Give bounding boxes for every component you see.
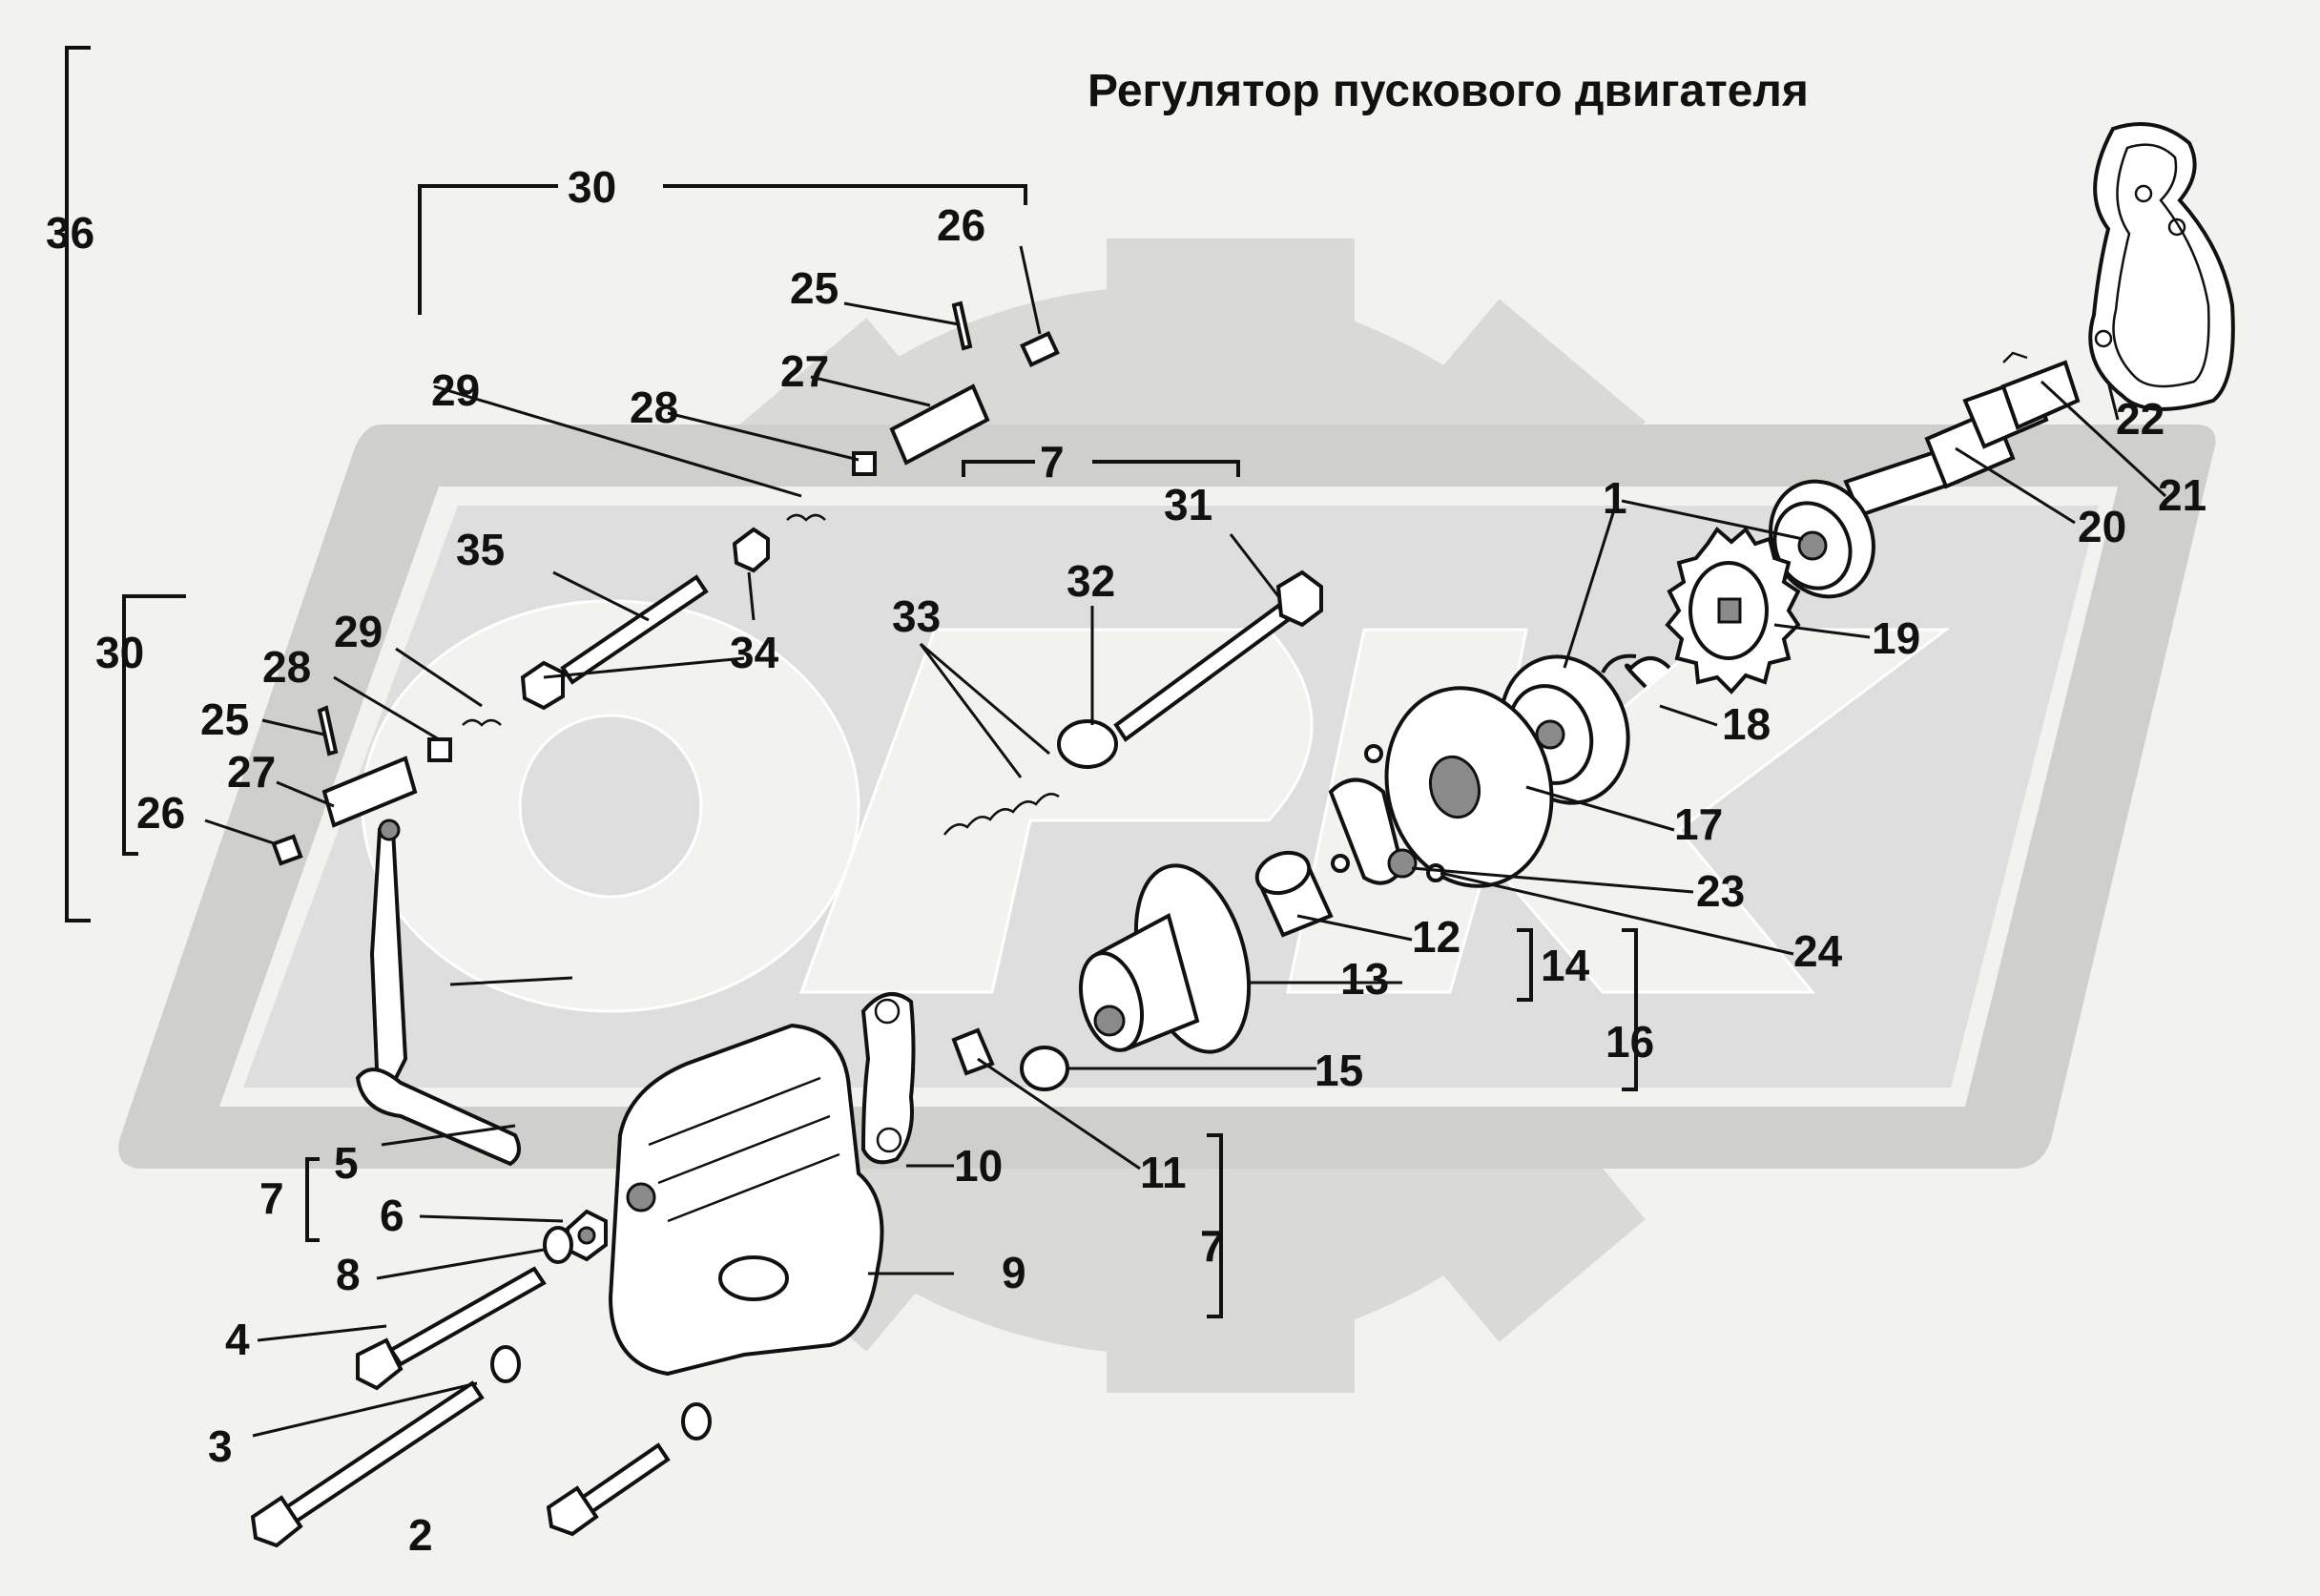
label-4: 4 <box>225 1315 250 1364</box>
bracket-7-left: 7 <box>259 1157 320 1242</box>
part-nut-6 <box>566 1209 608 1262</box>
label-3: 3 <box>208 1421 233 1471</box>
watermark-letters <box>361 599 1951 1013</box>
label-25-top: 25 <box>790 263 839 313</box>
label-7-left: 7 <box>259 1173 284 1223</box>
part-bolt-4 <box>356 1266 547 1391</box>
label-13: 13 <box>1340 954 1389 1004</box>
label-2: 2 <box>408 1510 433 1560</box>
leader-lines <box>204 245 2167 1438</box>
label-8: 8 <box>336 1250 361 1299</box>
label-30-top: 30 <box>568 162 616 212</box>
part-shaft-20 <box>1843 351 2081 518</box>
part-disc <box>1384 686 1554 888</box>
label-22: 22 <box>2116 394 2165 444</box>
label-33: 33 <box>892 591 941 641</box>
bracket-30-top: 30 <box>418 162 1027 315</box>
bracket-7-right: 7 <box>1200 1133 1225 1318</box>
label-23: 23 <box>1696 866 1745 916</box>
label-36: 36 <box>46 208 94 258</box>
label-19: 19 <box>1872 613 1920 663</box>
part-labels: 1 2 3 4 5 6 8 9 10 11 12 13 14 15 16 17 … <box>136 200 2206 1560</box>
part-bush-12 <box>1254 850 1334 938</box>
label-29-top: 29 <box>431 365 480 415</box>
bracket-16 <box>1622 928 1638 1091</box>
label-32: 32 <box>1067 556 1115 606</box>
part-nut-32 <box>1057 719 1118 769</box>
label-17: 17 <box>1674 799 1723 849</box>
bracket-14 <box>1517 928 1533 1002</box>
label-14: 14 <box>1541 941 1590 990</box>
label-9: 9 <box>1002 1248 1026 1297</box>
label-15: 15 <box>1315 1046 1363 1095</box>
label-26-left: 26 <box>136 788 185 838</box>
label-7-top: 7 <box>1040 437 1065 487</box>
label-27-top: 27 <box>780 346 829 396</box>
label-35: 35 <box>456 525 505 574</box>
label-16: 16 <box>1605 1017 1654 1067</box>
label-11: 11 <box>1140 1148 1187 1197</box>
label-26-top: 26 <box>937 200 985 250</box>
label-20: 20 <box>2078 502 2126 551</box>
part-screw-31 <box>1113 570 1323 742</box>
label-21: 21 <box>2158 470 2206 520</box>
label-18: 18 <box>1722 699 1771 749</box>
label-28-left: 28 <box>262 642 311 692</box>
part-sprocket-19 <box>1665 527 1801 694</box>
label-6: 6 <box>380 1191 404 1240</box>
part-link-top <box>786 301 1060 522</box>
label-27-left: 27 <box>227 747 276 797</box>
part-bolt-3 <box>250 1380 485 1548</box>
part-spring-33 <box>943 793 1060 836</box>
part-rod-35 <box>520 527 770 711</box>
label-1: 1 <box>1603 473 1627 523</box>
diagram-title: Регулятор пускового двигателя <box>1088 66 1809 116</box>
label-7-right: 7 <box>1200 1221 1225 1271</box>
part-rod-5 <box>355 828 521 1167</box>
label-10: 10 <box>954 1141 1003 1191</box>
part-washer-15 <box>1020 1046 1069 1091</box>
bracket-7-top: 7 <box>962 437 1240 487</box>
label-29-left: 29 <box>334 607 383 656</box>
part-circlip-18 <box>1601 653 1671 689</box>
label-5: 5 <box>334 1138 359 1188</box>
part-lever-10 <box>860 992 916 1165</box>
label-34: 34 <box>730 628 779 677</box>
part-bolt-2 <box>546 1442 671 1537</box>
part-washer-8 <box>490 1226 712 1441</box>
label-31: 31 <box>1164 480 1212 529</box>
part-bearing-1 <box>1769 479 1875 599</box>
label-12: 12 <box>1412 912 1460 962</box>
part-gasket-22 <box>2088 122 2235 411</box>
part-cup-13 <box>1079 863 1252 1054</box>
bracket-30-left: 30 <box>95 594 186 856</box>
bracket-36: 36 <box>46 46 94 922</box>
label-28-top: 28 <box>630 383 678 432</box>
part-housing-9 <box>608 1023 884 1377</box>
label-25-left: 25 <box>200 694 249 744</box>
part-link-left <box>271 705 502 866</box>
label-30-left: 30 <box>95 628 144 677</box>
label-24: 24 <box>1793 926 1843 976</box>
